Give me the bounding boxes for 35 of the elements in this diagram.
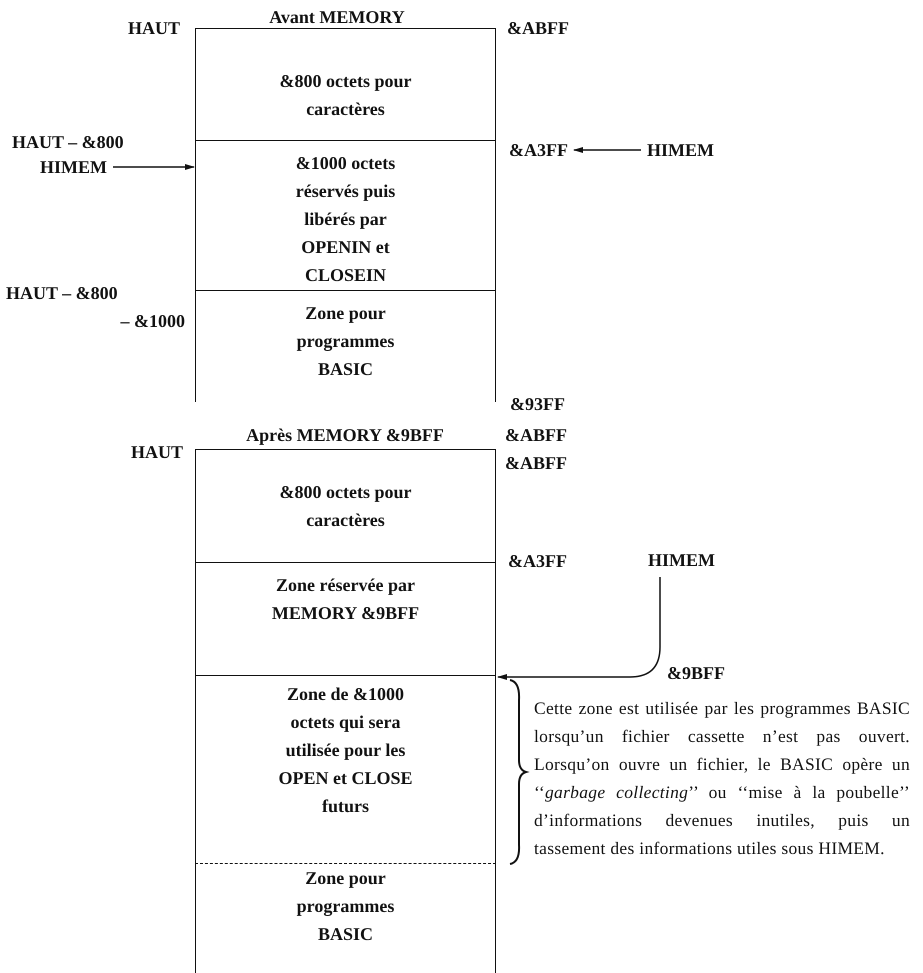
address-label: &9BFF (667, 662, 725, 684)
address-label: HAUT (130, 441, 183, 463)
arrow (572, 147, 641, 153)
memory-segment (195, 562, 496, 675)
memory-segment (195, 449, 496, 562)
address-label: HAUT – &800 (12, 131, 124, 153)
segment-label: Zone de &1000 octets qui sera utilisée pour les OPEN et CLOSE futurs (277, 683, 414, 818)
address-label: HAUT – &800 (6, 282, 118, 304)
address-label: HAUT (126, 17, 180, 39)
address-label: &93FF (510, 393, 565, 415)
arrow (497, 577, 661, 680)
pointer-label: &A3FF (509, 139, 568, 161)
heading-label: Avant MEMORY (268, 6, 406, 28)
pointer-label: HIMEM (648, 549, 715, 571)
memory-segment (195, 863, 496, 973)
address-label: &ABFF (507, 17, 569, 39)
segment-label: Zone pour programmes BASIC (296, 302, 396, 381)
memory-segment (195, 675, 496, 863)
segment-label: Zone réservée par MEMORY &9BFF (270, 574, 420, 625)
pointer-label: HIMEM (40, 156, 107, 178)
pointer-label: HIMEM (647, 139, 714, 161)
address-label: &A3FF (508, 550, 567, 572)
memory-segment (195, 140, 496, 290)
segment-label: &800 octets pour caractères (278, 481, 412, 532)
note-paragraph: Cette zone est utilisée par les programmes BASIC lorsqu’un fichier cassette n’est pas ouvert. Lorsqu’on ouvre un fichier, le BASIC opère un ‘‘garbage collecting’’ ou ‘‘mise à la poubelle’’ d’informations devenues inutiles, puis un tassement des informations utiles sous HIMEM. (534, 697, 910, 860)
segment-label: &1000 octets réservés puis libérés par OPENIN et CLOSEIN (294, 152, 396, 287)
segment-label: &800 octets pour caractères (278, 70, 412, 121)
memory-segment (195, 290, 496, 402)
heading-label: Après MEMORY &9BFF (245, 424, 445, 446)
segment-label: Zone pour programmes BASIC (296, 867, 396, 946)
arrow (113, 164, 195, 170)
address-label: &ABFF (505, 452, 567, 474)
memory-segment (195, 28, 496, 140)
address-label: &ABFF (505, 424, 567, 446)
address-label: – &1000 (119, 310, 185, 332)
